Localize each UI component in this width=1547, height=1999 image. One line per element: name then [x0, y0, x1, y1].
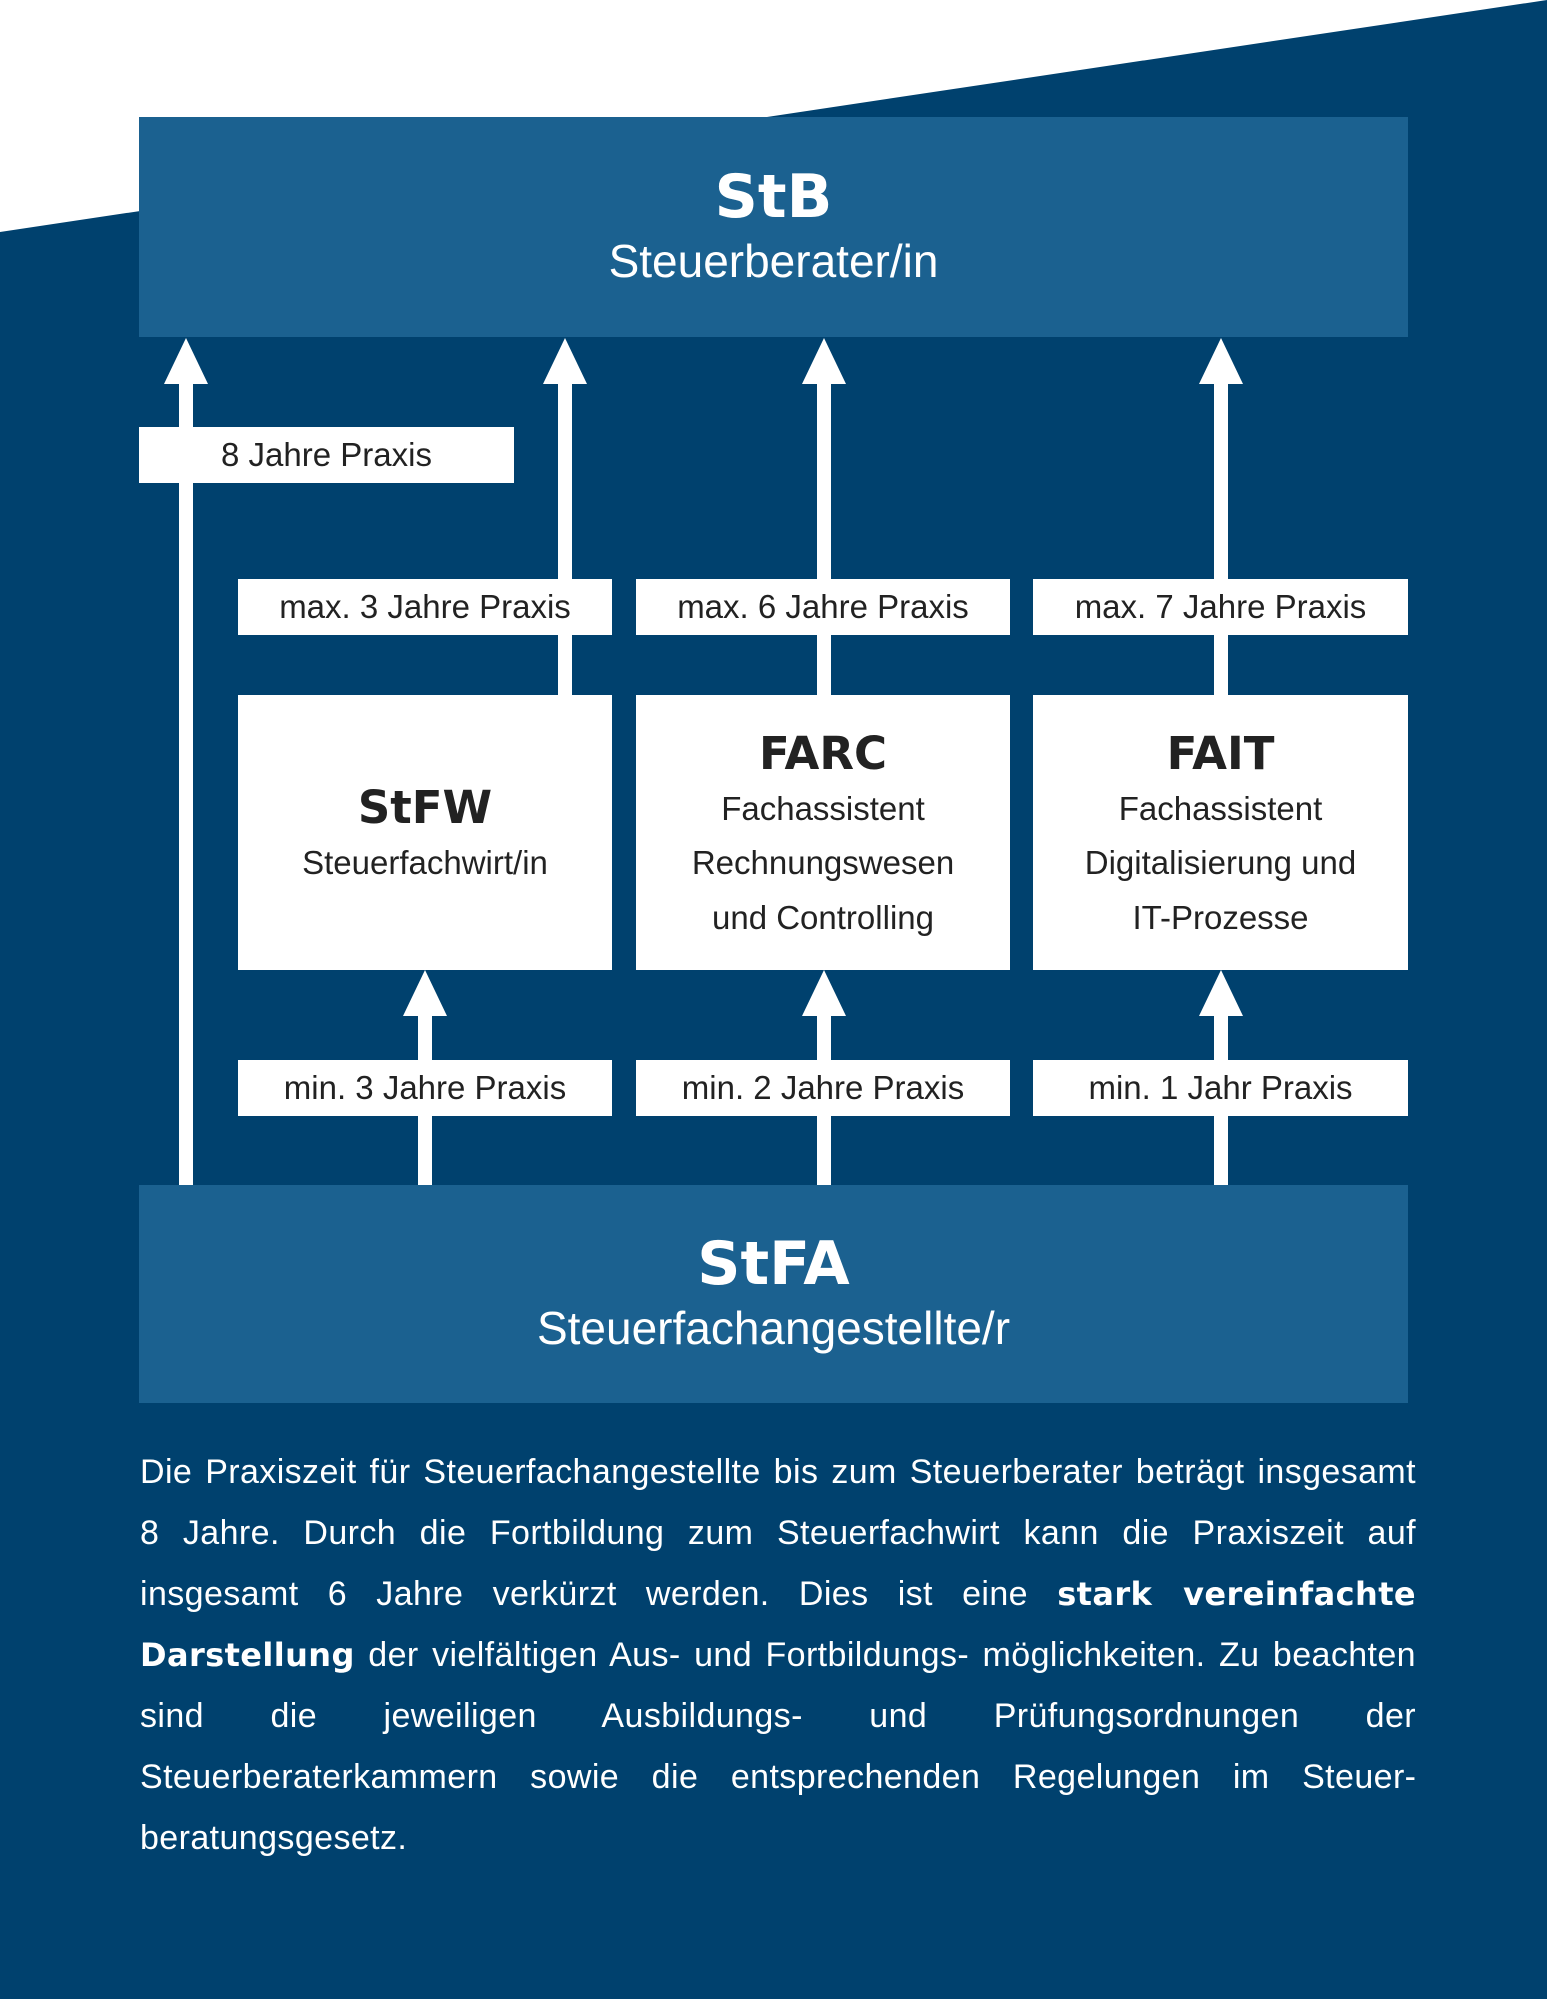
stb-abbr: StB	[714, 161, 833, 232]
arrow-shaft-stfw-to-stb	[558, 380, 572, 695]
label-max-farc: max. 6 Jahre Praxis	[636, 579, 1010, 635]
label-min-farc: min. 2 Jahre Praxis	[636, 1060, 1010, 1116]
explanation-paragraph: Die Praxiszeit für Steuerfachangestellte…	[140, 1442, 1416, 1869]
label-min-stfw: min. 3 Jahre Praxis	[238, 1060, 612, 1116]
stfa-box: StFA Steuerfachangestellte/r	[139, 1185, 1408, 1403]
farc-description: Fachassistent Rechnungswesen und Control…	[691, 789, 955, 936]
arrow-shaft-fait-to-stb	[1214, 380, 1228, 695]
label-max-fait: max. 7 Jahre Praxis	[1033, 579, 1408, 635]
stfw-description: Steuerfachwirt/in	[302, 844, 548, 882]
arrow-head-fait-to-stb	[1199, 338, 1243, 384]
arrow-head-farc-to-stb	[802, 338, 846, 384]
stfa-abbr: StFA	[697, 1228, 850, 1299]
label-min-fait: min. 1 Jahr Praxis	[1033, 1060, 1408, 1116]
fait-abbr: FAIT	[1166, 726, 1275, 780]
arrow-head-stfa-to-farc	[802, 970, 846, 1016]
stfw-abbr: StFW	[357, 781, 493, 835]
arrow-head-direct	[164, 338, 208, 384]
paragraph-text-part-1: Die Praxiszeit für Steuerfachangestellte…	[140, 1453, 1416, 1613]
fait-description: Fachassistent Digitalisierung und IT-Pro…	[1084, 789, 1357, 936]
fait-box: FAIT Fachassistent Digitalisierung und I…	[1033, 695, 1408, 970]
stb-box: StB Steuerberater/in	[139, 117, 1408, 337]
paragraph-text-part-2: der vielfältigen Aus- und Fortbildungs- …	[140, 1636, 1416, 1857]
arrow-head-stfw-to-stb	[543, 338, 587, 384]
arrow-head-stfa-to-stfw	[403, 970, 447, 1016]
stfw-box: StFW Steuerfachwirt/in	[238, 695, 612, 970]
arrow-shaft-direct	[179, 380, 193, 1185]
stb-full-title: Steuerberater/in	[608, 234, 939, 287]
label-direct-path: 8 Jahre Praxis	[139, 427, 514, 483]
farc-box: FARC Fachassistent Rechnungswesen und Co…	[636, 695, 1010, 970]
label-max-stfw: max. 3 Jahre Praxis	[238, 579, 612, 635]
stfa-full-title: Steuerfachangestellte/r	[536, 1301, 1011, 1354]
arrow-shaft-farc-to-stb	[817, 380, 831, 695]
paragraph-bold-emphasis: stark verein­fachte Darstellung	[140, 1575, 1416, 1674]
arrow-head-stfa-to-fait	[1199, 970, 1243, 1016]
farc-abbr: FARC	[758, 726, 888, 780]
